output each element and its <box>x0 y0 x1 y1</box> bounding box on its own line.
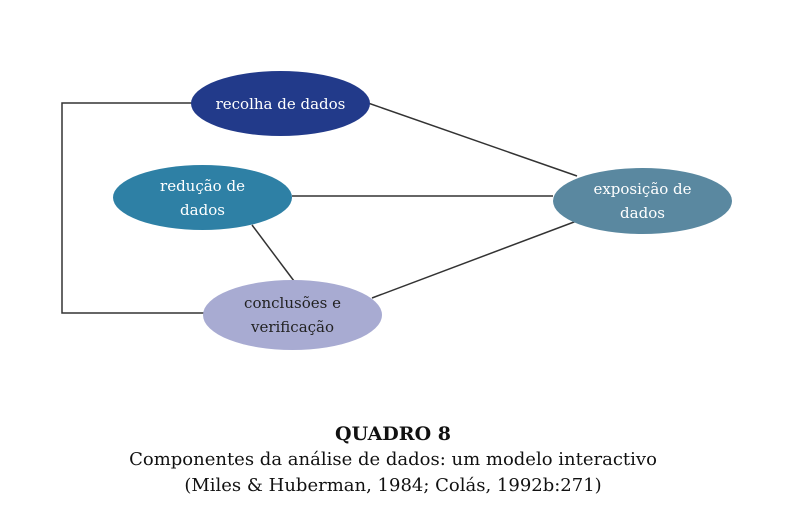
node-recolha-label: recolha de dados <box>215 94 346 113</box>
node-conclusoes-label: conclusões e verificação <box>244 294 341 336</box>
node-recolha: recolha de dados <box>191 71 370 136</box>
caption-subtitle: Componentes da análise de dados: um mode… <box>129 449 657 470</box>
node-exposicao: exposição de dados <box>553 168 732 234</box>
node-exposicao-label: exposição de dados <box>593 180 692 222</box>
node-reducao: redução de dados <box>113 165 292 230</box>
node-reducao-label: redução de dados <box>160 176 245 219</box>
feedback-bracket <box>61 102 205 314</box>
edge-conclusoes-exposicao <box>371 218 583 299</box>
caption-title: QUADRO 8 <box>335 423 451 445</box>
caption-source: (Miles & Huberman, 1984; Colás, 1992b:27… <box>184 475 602 496</box>
node-conclusoes: conclusões e verificação <box>203 280 382 350</box>
edge-recolha-exposicao <box>367 102 578 177</box>
edge-reducao-conclusoes <box>251 224 295 282</box>
